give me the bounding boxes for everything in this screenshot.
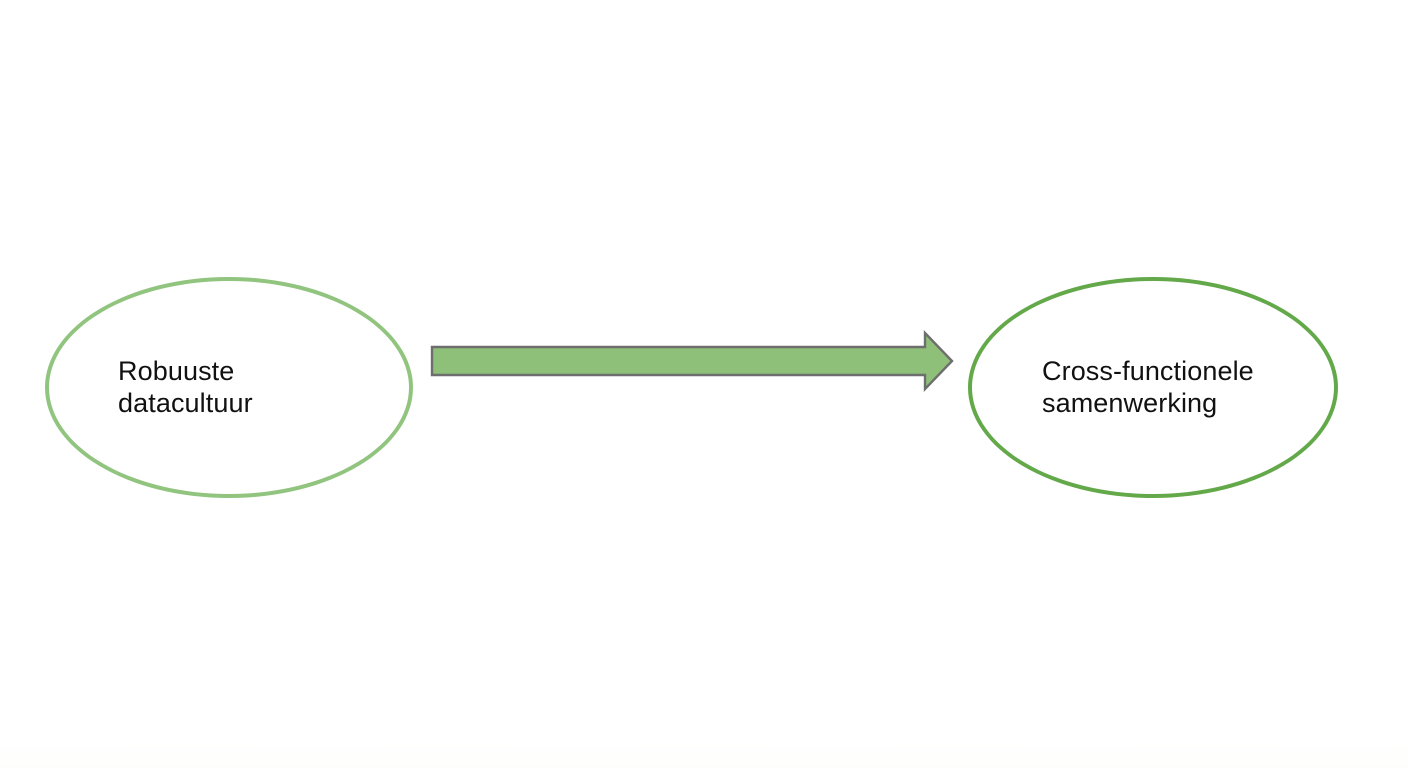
background-gradient-edge [0,742,1408,768]
ellipse-node-cross-functionele-samenwerking[interactable]: Cross-functionele samenwerking [968,277,1338,498]
ellipse-node-target-label: Cross-functionele samenwerking [1042,355,1254,418]
block-arrow-source-to-target[interactable] [428,328,956,394]
ellipse-node-source-label: Robuuste datacultuur [118,355,253,418]
ellipse-node-robuuste-datacultuur[interactable]: Robuuste datacultuur [45,277,413,498]
arrow-shape [430,330,954,392]
block-arrow-icon [430,330,954,392]
